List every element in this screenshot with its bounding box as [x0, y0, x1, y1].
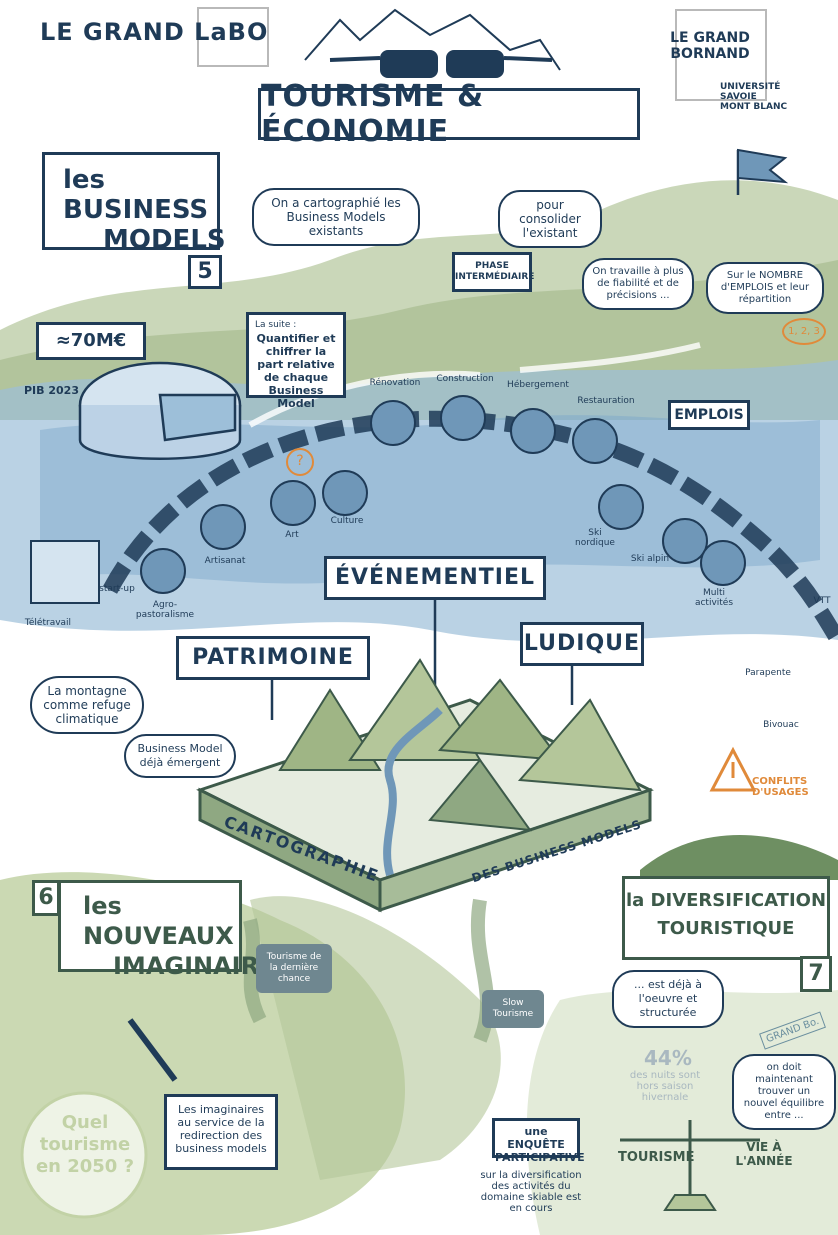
crafts-icon	[200, 504, 246, 550]
label-ski-nordique: Ski nordique	[575, 528, 615, 548]
bubble-new-balance: on doit maintenant trouver un nouvel équ…	[732, 1054, 836, 1130]
ribbon-ludique: LUDIQUE	[520, 622, 644, 666]
art-icon	[270, 480, 316, 526]
scale-right-label: VIE À L'ANNÉE	[735, 1140, 793, 1168]
label-parapente: Parapente	[745, 668, 791, 678]
bubble-climate-refuge: La montagne comme refuge climatique	[30, 676, 144, 734]
multi-activities-icon	[700, 540, 746, 586]
next-steps-label: La suite :	[255, 320, 297, 330]
section-number-7: 7	[800, 956, 832, 992]
university-line1: UNIVERSITÉ	[720, 82, 781, 92]
imaginaires-title-line2: IMAGINAIRES	[113, 952, 293, 980]
stat-value: 44%	[644, 1046, 692, 1070]
bubble-last-chance: Tourisme de la dernière chance	[256, 944, 332, 993]
diversification-title-box: la DIVERSIFICATION TOURISTIQUE	[622, 876, 830, 960]
grand-bornand-line2: BORNAND	[670, 46, 750, 62]
bubble-emergent: Business Model déjà émergent	[124, 734, 236, 778]
label-teletravail: Télétravail	[24, 618, 72, 628]
remote-work-icon	[30, 540, 100, 604]
bubble-reliability: On travaille à plus de fiabilité et de p…	[582, 258, 694, 310]
page-title-box: TOURISME & ÉCONOMIE	[258, 79, 640, 149]
jobs-steps: 1, 2, 3	[782, 318, 826, 345]
label-vtt: VTT	[813, 596, 831, 606]
label-ski-alpin: Ski alpin	[630, 554, 670, 564]
question-mark-icon: ?	[286, 448, 314, 476]
agro-icon	[140, 548, 186, 594]
bubble-jobs-number: Sur le NOMBRE d'EMPLOIS et leur répartit…	[706, 262, 824, 314]
label-startup: start-up	[99, 584, 135, 594]
imaginaires-title-line1: les NOUVEAUX	[83, 892, 234, 950]
grand-bornand-logo: LE GRAND BORNAND	[650, 30, 770, 62]
bubble-consolidate: pour consolider l'existant	[498, 190, 602, 248]
survey-detail: sur la diversification des activités du …	[480, 1170, 582, 1214]
section-number-6: 6	[32, 880, 60, 916]
grand-bornand-line1: LE GRAND	[670, 30, 750, 46]
business-models-title-line2: MODELS	[103, 225, 226, 255]
label-agro: Agro-pastoralisme	[135, 600, 195, 620]
bubble-mapped: On a cartographié les Business Models ex…	[252, 188, 420, 246]
imaginaires-title-box: les NOUVEAUX IMAGINAIRES	[58, 880, 293, 980]
phase-sign: PHASE INTERMÉDIAIRE	[452, 252, 534, 292]
bubble-slow-tourism: Slow Tourisme	[482, 990, 544, 1028]
university-line3: MONT BLANC	[720, 102, 788, 112]
label-restauration: Restauration	[577, 396, 635, 406]
label-art: Art	[285, 530, 299, 540]
diversification-title-line2: TOURISTIQUE	[657, 918, 795, 939]
grand-labo-logo: LE GRAND LaBO	[40, 18, 269, 46]
bubble-already-structured: ... est déjà à l'oeuvre et structurée	[612, 970, 724, 1028]
label-artisanat: Artisanat	[204, 556, 246, 566]
stat-text: des nuits sont hors saison hivernale	[629, 1070, 701, 1103]
conflicts-label: CONFLITS D'USAGES	[752, 776, 809, 798]
culture-icon	[322, 470, 368, 516]
jobs-badge: EMPLOIS	[668, 400, 750, 430]
next-steps-box: La suite : Quantifier et chiffrer la par…	[246, 312, 346, 410]
ski-alpine-icon	[662, 518, 708, 564]
survey-box: une ENQUÊTE PARTICIPATIVE	[492, 1118, 585, 1164]
label-bivouac: Bivouac	[763, 720, 799, 730]
next-steps-text: Quantifier et chiffrer la part relative …	[256, 332, 336, 410]
construction-icon	[440, 395, 486, 441]
pie-label: PIB 2023	[24, 384, 79, 397]
ribbon-patrimoine: PATRIMOINE	[176, 636, 370, 680]
restaurant-icon	[572, 418, 618, 464]
label-construction: Construction	[436, 374, 494, 384]
label-hebergement: Hébergement	[507, 380, 569, 390]
business-models-title-line1: les BUSINESS	[63, 165, 209, 225]
scale-left-label: TOURISME	[618, 1150, 695, 1165]
accommodation-icon	[510, 408, 556, 454]
page-title: TOURISME & ÉCONOMIE	[261, 79, 485, 149]
ski-nordic-icon	[598, 484, 644, 530]
pie-value-flag: ≈70M€	[36, 322, 146, 360]
section-number-5: 5	[188, 255, 222, 289]
imaginaires-text-box: Les imaginaires au service de la redirec…	[164, 1094, 278, 1170]
business-models-title-box: les BUSINESS MODELS	[42, 152, 226, 255]
diversification-title-line1: la DIVERSIFICATION	[625, 890, 827, 911]
pie-value: ≈70M€	[55, 330, 127, 351]
future-question: Quel tourisme en 2050 ?	[35, 1112, 135, 1177]
university-logo: UNIVERSITÉ SAVOIE MONT BLANC	[720, 82, 830, 112]
label-culture: Culture	[330, 516, 364, 526]
ribbon-evenementiel: ÉVÉNEMENTIEL	[324, 556, 546, 600]
label-multi-activites: Multi activités	[694, 588, 734, 608]
label-renovation: Rénovation	[369, 378, 421, 388]
university-line2: SAVOIE	[720, 92, 757, 102]
renovation-icon	[370, 400, 416, 446]
